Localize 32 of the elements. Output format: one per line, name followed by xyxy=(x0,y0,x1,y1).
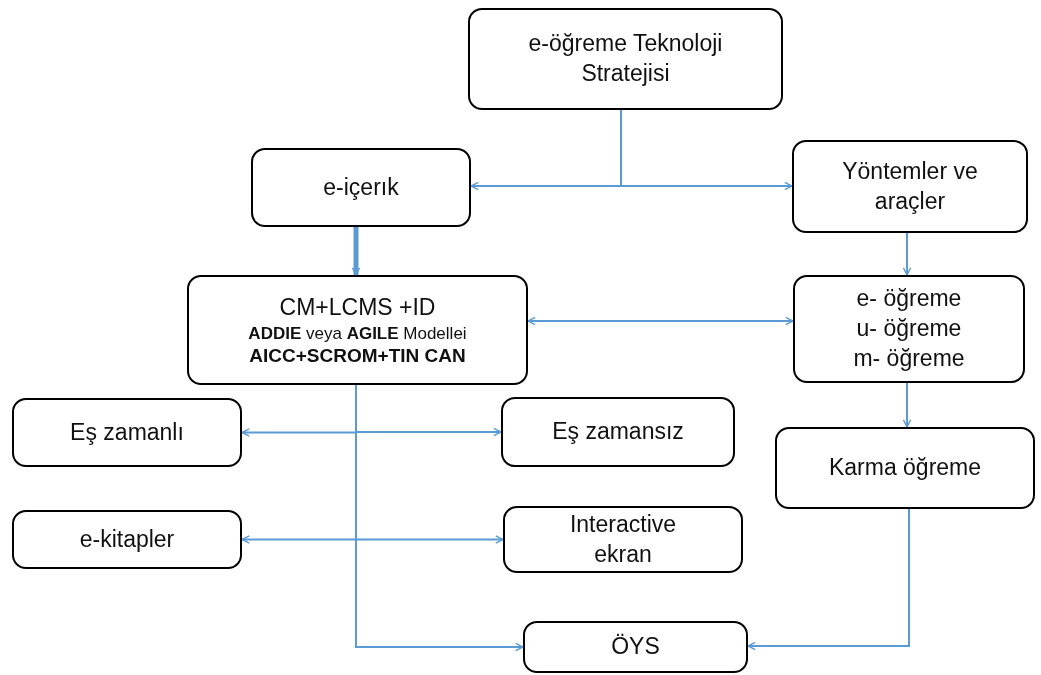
box-label: e-kitapler xyxy=(79,524,175,554)
box-label: Yöntemler ve araçler xyxy=(841,156,979,216)
box-label: Interactive ekran xyxy=(568,509,678,569)
arrow xyxy=(527,316,794,326)
box-label: AICC+SCROM+TIN CAN xyxy=(249,345,466,367)
process-box xyxy=(12,510,242,569)
box-label: m- öğreme xyxy=(853,343,965,373)
box-label: Karma öğreme xyxy=(828,453,982,483)
arrow xyxy=(902,382,912,428)
arrow xyxy=(902,232,912,276)
box-label: Eş zamanlı xyxy=(70,417,184,447)
arrow xyxy=(747,508,910,651)
box-label: Eş zamansız xyxy=(552,417,684,447)
process-box xyxy=(503,506,743,573)
arrow xyxy=(620,109,793,191)
process-box xyxy=(793,275,1025,383)
process-box xyxy=(775,427,1035,509)
arrow xyxy=(351,227,361,276)
box-label: ÖYS xyxy=(611,632,660,662)
process-box xyxy=(792,140,1028,233)
process-box xyxy=(251,148,471,227)
process-box xyxy=(468,8,783,110)
box-label: ADDIE veya AGILE Modellei xyxy=(248,322,467,345)
process-box xyxy=(501,397,735,467)
box-label: e- öğreme xyxy=(856,284,962,314)
box-label: e-içerık xyxy=(323,172,399,202)
process-box xyxy=(187,275,528,385)
box-label: CM+LCMS +ID xyxy=(279,293,436,322)
box-label: e-öğreme Teknoloji Stratejisi xyxy=(527,29,724,88)
box-label: u- öğreme xyxy=(856,314,962,344)
process-box xyxy=(523,621,748,673)
process-box xyxy=(12,398,242,467)
